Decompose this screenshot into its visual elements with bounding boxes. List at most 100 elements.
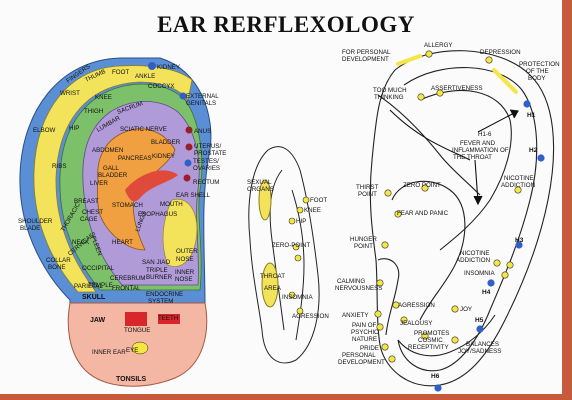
label-h1-6: H1-6 [478, 131, 492, 138]
label-pride: PRIDE [360, 345, 379, 352]
uterus-point [185, 143, 193, 151]
h2-point [537, 154, 545, 162]
arrow-throat-head [473, 195, 483, 206]
arrow-throat [474, 159, 479, 203]
teeth-marker [158, 314, 180, 324]
label-jealousy: JEALOUSY [400, 320, 432, 327]
label-kidney: KIDNEY [157, 64, 180, 71]
h5-point [476, 325, 484, 333]
card-border-right [562, 0, 572, 400]
label-fear-and-panic: FEAR AND PANIC [397, 210, 449, 217]
thinking-point [417, 93, 425, 101]
label-ear-shell: EAR SHELL [176, 192, 211, 199]
right-points [374, 50, 545, 392]
anxiety-point [374, 310, 382, 318]
label-mid-foot: FOOT [310, 197, 327, 204]
middle-outline-inner [269, 169, 285, 331]
label-heart: HEART [112, 239, 133, 246]
label-abdomen: ABDOMEN [92, 147, 123, 154]
tragus-region [162, 198, 198, 267]
middle-points [288, 196, 310, 315]
label-anxiety: ANXIETY [342, 312, 368, 319]
label-parietal: PARIETAL [74, 283, 104, 290]
personal-dev-point [388, 355, 396, 363]
label-ankle: ANKLE [135, 73, 155, 80]
label-jaw: JAW [90, 317, 106, 324]
right-arrows [389, 109, 519, 206]
pain-point [376, 323, 384, 331]
agression-point [392, 301, 400, 309]
label-joy: JOY [460, 306, 472, 313]
label-bladder: BLADDER [151, 139, 181, 146]
genitals-point [179, 92, 187, 100]
eye-marker [131, 341, 149, 355]
mid-agression-point [296, 307, 304, 315]
right-concha [391, 180, 466, 321]
right-lobe [397, 314, 496, 357]
mid-insomnia-point [288, 291, 296, 299]
label-inner-ear: INNER EAR [92, 349, 126, 356]
label-eye: EYE [126, 347, 138, 354]
label-h6: H6 [431, 373, 440, 380]
calming-point [376, 279, 384, 287]
right-outer-helix [369, 50, 555, 387]
label-teeth: TEETH [158, 315, 178, 322]
label-tonsils: TONSILS [116, 376, 147, 383]
label-h1: H1 [527, 112, 536, 119]
sexual-organs-area [258, 179, 272, 221]
label-testes-ovaries: TESTES/OVARIES [193, 158, 220, 172]
label-breast: BREAST [74, 198, 99, 205]
label-cerebrum: CEREBRUM [110, 275, 145, 282]
right-tragus [377, 258, 400, 336]
label-zero-point: ZERO POINT [403, 182, 441, 189]
label-esophagus: ESOPHAGUS [138, 211, 177, 218]
right-crus [377, 94, 481, 196]
joy-point [451, 305, 459, 313]
label-thigh: THIGH [84, 108, 103, 115]
label-tongue: TONGUE [124, 327, 150, 334]
cosmic-point [421, 332, 429, 340]
label-sciatic-nerve: SCIATIC NERVE [120, 126, 167, 133]
left-ear-labels: KIDNEY FINGERS THUMB FOOT ANKLE WRIST KN… [18, 63, 226, 383]
tongue-marker [125, 312, 147, 326]
left-ear-map [19, 57, 212, 387]
label-knee: KNEE [95, 94, 112, 101]
dev-bar [396, 54, 422, 66]
pride-point [381, 343, 389, 351]
label-mid-hip: HIP [296, 218, 306, 225]
kidney-point [148, 62, 156, 70]
throat-area-marker [261, 262, 279, 308]
label-hip: HIP [69, 125, 79, 132]
middle-ear-profile [248, 146, 320, 364]
label-neck: NECK [72, 239, 90, 246]
label-h4: H4 [482, 289, 491, 296]
h4-point [487, 279, 495, 287]
insomnia-point [501, 271, 509, 279]
mid-hip-point [288, 217, 296, 225]
label-h3: H3 [515, 237, 524, 244]
label-mouth: MOUTH [160, 201, 183, 208]
card-border-bottom [0, 394, 572, 400]
label-pancreas: PANCREAS [118, 155, 152, 162]
nicotine-point [493, 259, 501, 267]
balances-point [451, 336, 459, 344]
label-mid-knee: KNEE [304, 207, 321, 214]
label-anus: ANUS [194, 128, 211, 135]
thirst-point [384, 189, 392, 197]
arrow-line-a [389, 109, 471, 161]
right-ear-outline [369, 50, 555, 387]
label-h5: H5 [475, 317, 484, 324]
label-rectum: RECTUM [193, 179, 219, 186]
label-skull: SKULL [82, 294, 106, 301]
rectum-point [183, 174, 191, 182]
label-coccyx: COCCYX [148, 83, 174, 90]
